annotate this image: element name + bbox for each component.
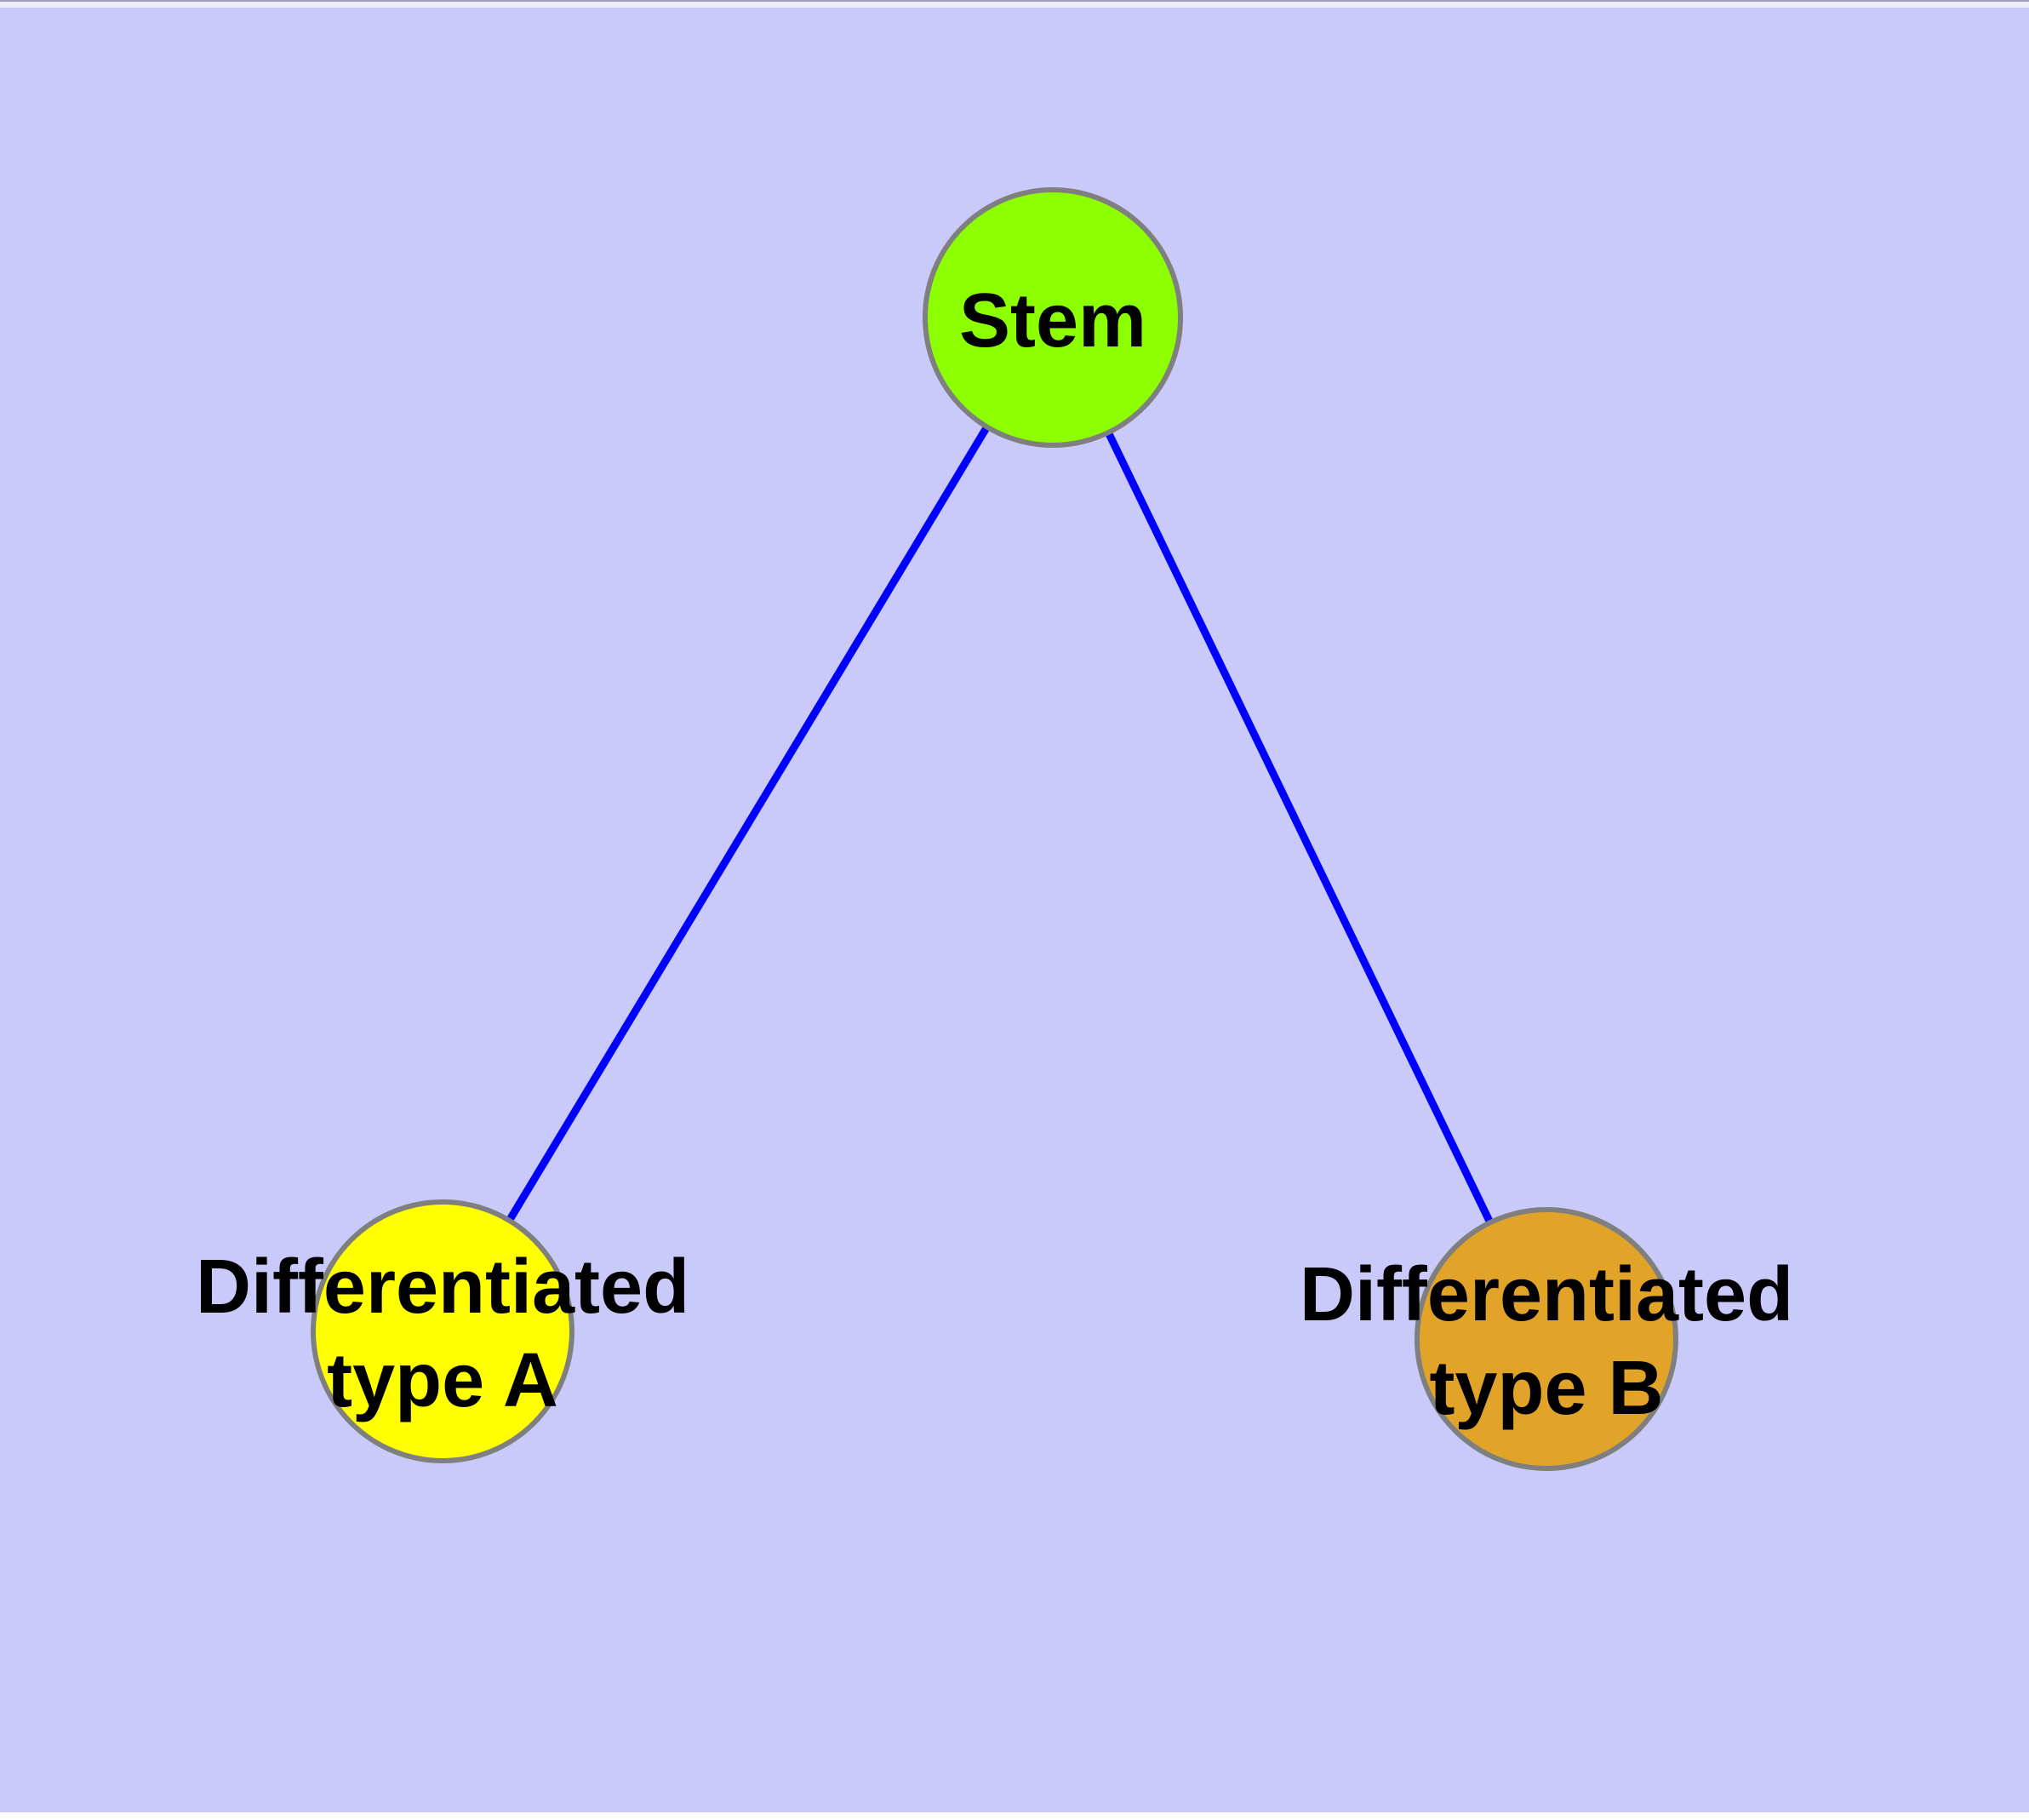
node-stem-circle[interactable] [923, 187, 1183, 448]
node-type-a-label: Differentiated type A [196, 1240, 689, 1428]
bottom-edge-band [0, 1812, 2029, 1820]
node-type-b-label: Differentiated type B [1300, 1248, 1793, 1435]
node-type-a-label-line1: Differentiated [195, 1245, 690, 1330]
top-edge-hairline [0, 0, 2029, 2]
edge-stem-to-type-a[interactable] [439, 315, 1056, 1334]
node-type-b-label-line2: type B [1429, 1346, 1664, 1431]
node-type-b-circle[interactable] [1415, 1207, 1678, 1471]
node-type-a-label-line2: type A [327, 1338, 558, 1423]
node-stem-label: Stem [958, 278, 1147, 363]
edge-stem-to-type-b[interactable] [1049, 316, 1551, 1341]
node-type-b-label-line1: Differentiated [1299, 1252, 1794, 1337]
top-edge-band [0, 2, 2029, 8]
node-type-a-circle[interactable] [311, 1199, 574, 1463]
